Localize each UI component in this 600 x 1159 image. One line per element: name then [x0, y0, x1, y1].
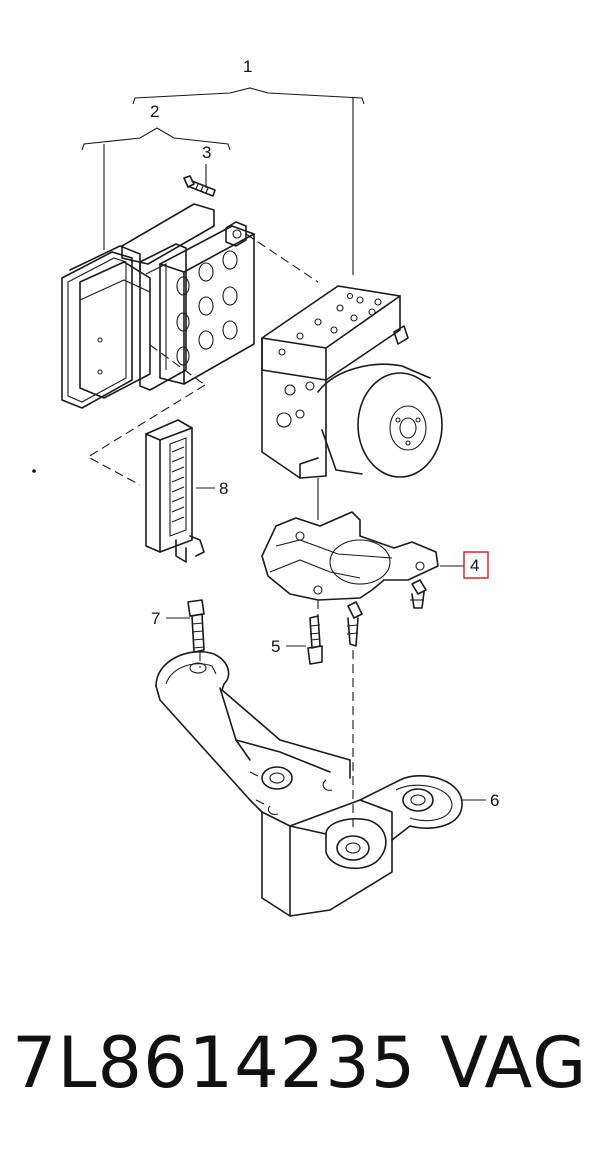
- callout-5: 5: [271, 637, 280, 656]
- caption: 7L8614235 VAG: [0, 1022, 600, 1122]
- callout-2: 2: [150, 102, 159, 121]
- callout-3: 3: [202, 143, 211, 162]
- part-6-support-bracket: 6: [155, 650, 499, 917]
- callout-bracket-1: 1: [132, 57, 365, 275]
- stray-mark: [32, 469, 36, 473]
- part-number: 7L8614235: [12, 1022, 417, 1104]
- part-5-bolt: 5: [271, 615, 323, 665]
- part-8-connector: 8: [86, 384, 228, 563]
- part-2-control-unit: [61, 203, 255, 409]
- exploded-parts-diagram: 1 2 3: [32, 57, 499, 917]
- callout-6: 6: [490, 791, 499, 810]
- callout-1: 1: [243, 57, 252, 76]
- callout-bracket-2: 2: [81, 102, 231, 250]
- highlight-box-4: [463, 551, 489, 579]
- part-4-bracket: 4: [261, 511, 489, 647]
- callout-7: 7: [151, 609, 160, 628]
- part-1-hydraulic-unit: [261, 285, 443, 520]
- part-3-bolt: 3: [183, 143, 216, 197]
- callout-4: 4: [470, 556, 479, 575]
- brand-name: VAG: [440, 1022, 588, 1104]
- part-7-bolt: 7: [151, 599, 205, 653]
- callout-8: 8: [219, 479, 228, 498]
